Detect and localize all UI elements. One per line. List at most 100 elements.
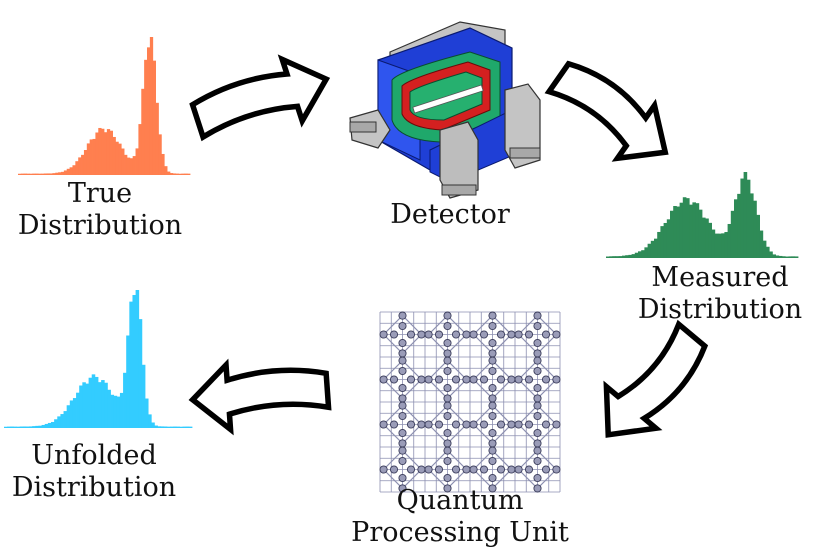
histogram-bar bbox=[49, 173, 53, 175]
histogram-bar bbox=[188, 426, 193, 428]
curved-arrow-icon bbox=[603, 319, 709, 438]
qubit-node bbox=[524, 375, 534, 384]
qubit-node bbox=[379, 420, 388, 429]
qubit-node bbox=[488, 349, 497, 358]
qubit-node bbox=[443, 446, 452, 455]
qubit-node bbox=[541, 330, 551, 339]
qubit-node bbox=[443, 311, 452, 320]
qubit-node bbox=[507, 420, 516, 429]
qubit-node bbox=[507, 375, 516, 384]
histogram-bar bbox=[83, 150, 88, 175]
true-distribution-label: True Distribution bbox=[10, 178, 190, 242]
histogram-bar bbox=[106, 129, 111, 175]
qubit-node bbox=[479, 465, 489, 474]
histogram-bar bbox=[788, 256, 792, 258]
unfolded-distribution-label: Unfolded Distribution bbox=[0, 440, 188, 504]
histogram-bar bbox=[126, 335, 130, 428]
qubit-node bbox=[424, 420, 433, 429]
qubit-node bbox=[514, 420, 523, 429]
histogram-bar bbox=[612, 256, 616, 258]
histogram-bar bbox=[141, 364, 146, 428]
histogram-bar bbox=[161, 153, 165, 175]
histogram-bar bbox=[101, 380, 105, 428]
histogram-bar bbox=[16, 426, 21, 428]
histogram-bar bbox=[38, 425, 42, 428]
histogram-bar bbox=[791, 256, 796, 258]
histogram-bar bbox=[176, 426, 180, 428]
qubit-node bbox=[533, 446, 542, 455]
histogram-bar bbox=[147, 47, 151, 175]
qubit-node bbox=[443, 349, 452, 358]
histogram-bar bbox=[730, 210, 735, 258]
histogram-bar bbox=[35, 173, 39, 175]
histogram-bar bbox=[41, 424, 46, 428]
histogram-bar bbox=[743, 172, 748, 258]
qubit-node bbox=[469, 465, 478, 474]
qubit-node bbox=[398, 439, 407, 448]
histogram-bar bbox=[666, 219, 671, 258]
qubit-node bbox=[533, 473, 542, 483]
histogram-bar bbox=[724, 232, 728, 258]
histogram-bar bbox=[622, 255, 626, 258]
qubit-node bbox=[443, 321, 452, 331]
qubit-node bbox=[469, 420, 478, 429]
histogram-bar bbox=[686, 198, 690, 258]
histogram-bar bbox=[123, 372, 127, 428]
qubit-node bbox=[488, 473, 497, 483]
qubit-node bbox=[379, 465, 388, 474]
qubit-node bbox=[379, 375, 388, 384]
histogram-bar bbox=[101, 128, 105, 175]
histogram-bar bbox=[44, 423, 49, 428]
qubit-node bbox=[533, 394, 542, 403]
histogram-bar bbox=[769, 251, 773, 258]
qubit-node bbox=[488, 401, 497, 410]
histogram-bar bbox=[86, 143, 91, 175]
histogram-bar bbox=[63, 411, 68, 428]
histogram-bar bbox=[92, 138, 96, 175]
label-line: Distribution bbox=[17, 210, 183, 241]
histogram-bar bbox=[129, 301, 133, 428]
histogram-bar bbox=[91, 374, 96, 428]
histogram-bar bbox=[638, 251, 642, 258]
qubit-node bbox=[533, 311, 542, 320]
histogram-bar bbox=[55, 172, 59, 175]
histogram-bar bbox=[184, 173, 188, 175]
histogram-bar bbox=[63, 170, 68, 175]
histogram-bar bbox=[149, 37, 154, 175]
qubit-node bbox=[496, 465, 506, 474]
qubit-node bbox=[398, 383, 407, 393]
histogram-bar bbox=[634, 252, 639, 258]
histogram-bar bbox=[51, 421, 55, 428]
qubit-node bbox=[488, 484, 497, 493]
histogram-bar bbox=[26, 173, 30, 175]
histogram-bar bbox=[145, 398, 149, 428]
histogram-bar bbox=[29, 173, 33, 175]
histogram-bar bbox=[113, 395, 118, 428]
arrow-shape bbox=[189, 54, 331, 142]
histogram-bar bbox=[753, 200, 757, 258]
qubit-node bbox=[524, 420, 534, 429]
qubit-node bbox=[552, 375, 561, 384]
qubit-node bbox=[434, 420, 444, 429]
histogram-bar bbox=[175, 173, 179, 175]
histogram-bar bbox=[23, 173, 27, 175]
histogram-bar bbox=[119, 392, 124, 428]
histogram-bar bbox=[766, 246, 770, 258]
label-line: Processing Unit bbox=[351, 517, 569, 548]
qubit-node bbox=[417, 375, 426, 384]
qubit-node bbox=[541, 465, 551, 474]
qubit-node bbox=[488, 456, 497, 466]
histogram-bar bbox=[18, 173, 22, 175]
label-line: True bbox=[67, 178, 133, 209]
histogram-bar bbox=[126, 157, 131, 175]
histogram-bar bbox=[155, 102, 159, 175]
histogram-bar bbox=[663, 222, 668, 258]
histogram-bar bbox=[606, 256, 610, 258]
histogram-bar bbox=[705, 218, 709, 258]
histogram-bar bbox=[22, 426, 27, 428]
qubit-node bbox=[443, 356, 452, 365]
histogram-bar bbox=[734, 199, 738, 258]
qubit-node bbox=[406, 375, 416, 384]
histogram-bar bbox=[657, 231, 661, 258]
